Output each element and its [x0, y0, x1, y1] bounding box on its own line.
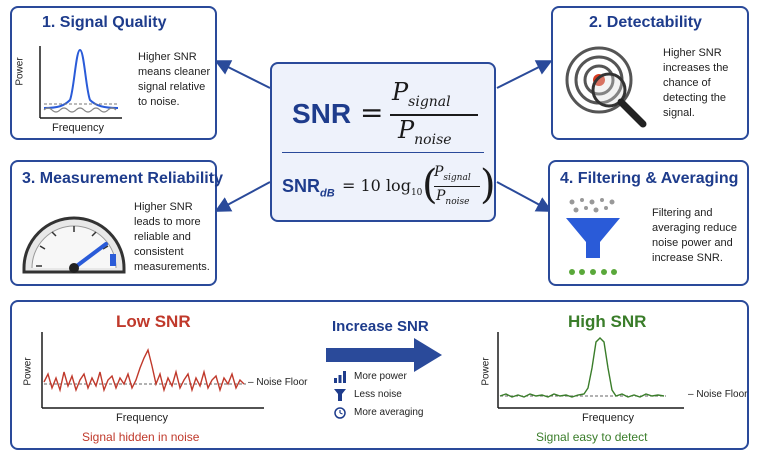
- snr-db-formula: SNRdB = 10 log10 ( Psignal Pnoise ): [282, 160, 496, 216]
- high-snr-xlabel: Frequency: [582, 412, 634, 424]
- low-snr-plot: [41, 332, 264, 409]
- signal-quality-title: 1. Signal Quality: [42, 14, 167, 31]
- low-snr-title: Low SNR: [116, 312, 191, 331]
- arrow-to-box4: [496, 181, 553, 212]
- paren-right: ): [480, 162, 496, 208]
- increase-snr-arrow: [326, 338, 442, 372]
- clock-icon: [334, 407, 346, 419]
- arrow-to-box1: [214, 60, 271, 89]
- high-snr-caption: Signal easy to detect: [536, 430, 648, 444]
- detectability-box: 2. Detectability Higher SNR increases th…: [551, 6, 749, 140]
- snr-label: SNR: [292, 98, 352, 129]
- filtering-averaging-desc: Filtering and averaging reduce noise pow…: [652, 207, 738, 264]
- measurement-reliability-desc: Higher SNR leads to more reliable and co…: [134, 201, 210, 273]
- funnel-icon: [334, 389, 346, 401]
- increase-snr-title: Increase SNR: [332, 318, 429, 335]
- db-denominator: Pnoise: [436, 188, 470, 207]
- signal-quality-xlabel: Frequency: [52, 122, 104, 134]
- low-snr-noise-floor-label: – Noise Floor: [248, 377, 308, 388]
- filtering-averaging-box: 4. Filtering & Averaging Filtering and a…: [548, 160, 749, 286]
- gauge-icon: [22, 216, 126, 274]
- snr-formula-box: SNR = Psignal Pnoise SNRdB = 10 log10 ( …: [270, 62, 496, 222]
- low-snr-caption: Signal hidden in noise: [82, 430, 200, 444]
- arrow-to-box2: [496, 60, 553, 89]
- detectability-desc: Higher SNR increases the chance of detec…: [663, 47, 729, 119]
- filtering-averaging-title: 4. Filtering & Averaging: [560, 170, 739, 187]
- measurement-reliability-title: 3. Measurement Reliability: [22, 170, 223, 187]
- funnel-filter-icon: [566, 198, 620, 275]
- fraction-numerator: Psignal: [392, 78, 451, 110]
- equals-sign: =: [360, 96, 384, 129]
- fraction-bar: [390, 114, 478, 116]
- target-magnifier-icon: [565, 46, 647, 128]
- high-snr-plot: [497, 332, 684, 409]
- db-fraction-bar: [434, 186, 480, 187]
- arrow-to-box3: [214, 181, 271, 212]
- high-snr-ylabel: Power: [480, 357, 492, 386]
- detectability-title: 2. Detectability: [589, 14, 702, 31]
- signal-quality-desc: Higher SNR means cleaner signal relative…: [138, 51, 211, 108]
- high-snr-noise-floor-label: – Noise Floor: [688, 389, 748, 400]
- formula-divider: [282, 152, 484, 153]
- snr-db-label: SNRdB: [282, 176, 335, 200]
- snr-formula-main: SNR = Psignal Pnoise: [292, 78, 482, 148]
- signal-quality-box: 1. Signal Quality Power Frequency Higher…: [10, 6, 217, 140]
- low-snr-ylabel: Power: [22, 357, 34, 386]
- high-snr-title: High SNR: [568, 312, 647, 331]
- paren-left: (: [422, 162, 438, 208]
- low-snr-xlabel: Frequency: [116, 412, 168, 424]
- db-numerator: Psignal: [434, 164, 471, 183]
- signal-quality-plot: [39, 46, 122, 119]
- fraction-denominator: Pnoise: [398, 116, 452, 148]
- signal-quality-ylabel: Power: [14, 57, 26, 86]
- bar-chart-icon: [334, 371, 346, 383]
- ten-log: = 10 log10: [342, 176, 423, 199]
- measurement-reliability-box: 3. Measurement Reliability Higher SNR le…: [10, 160, 223, 286]
- snr-comparison-panel: Low SNR Power Frequency – Noise Floor Si…: [10, 300, 749, 450]
